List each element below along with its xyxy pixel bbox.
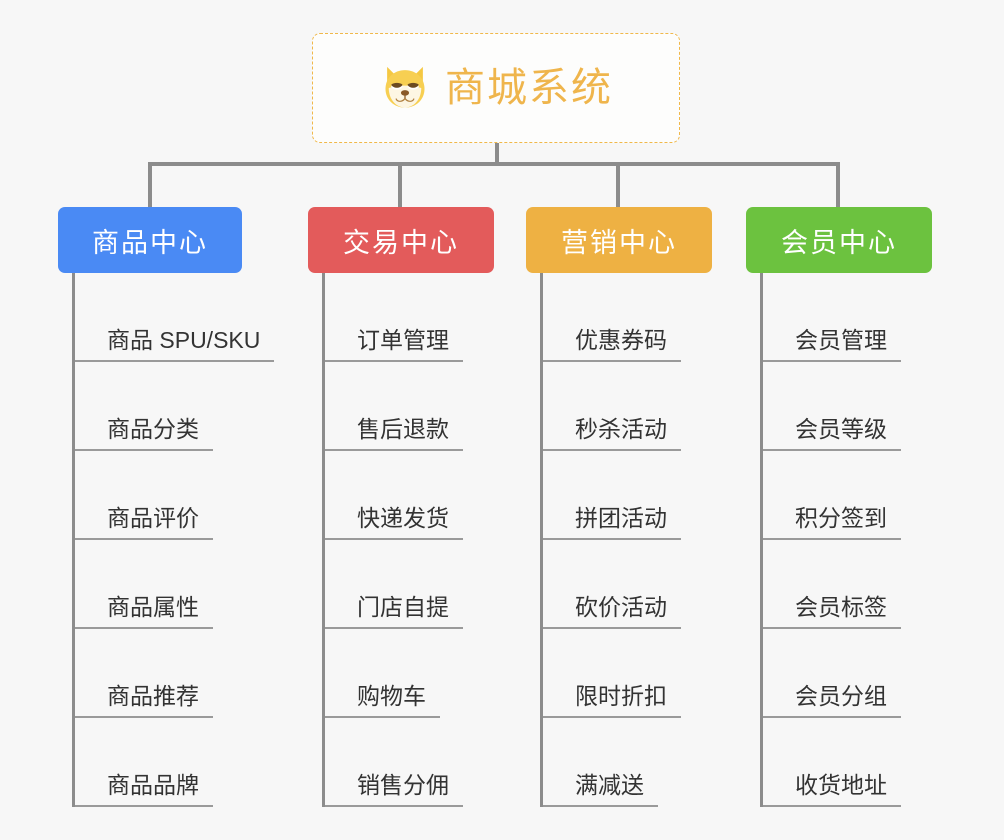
list-item[interactable]: 积分签到 — [763, 451, 932, 540]
category-header-member-center[interactable]: 会员中心 — [746, 207, 932, 273]
connector-horizontal-bus — [148, 162, 840, 166]
root-title: 商城系统 — [445, 66, 613, 110]
connector-drop-member-center — [836, 162, 840, 209]
branch-marketing-center: 营销中心 优惠券码 秒杀活动 拼团活动 砍价活动 限时折扣 满减送 — [526, 207, 712, 807]
list-item[interactable]: 收货地址 — [763, 718, 932, 807]
leaf-list-product-center: 商品 SPU/SKU 商品分类 商品评价 商品属性 商品推荐 商品品牌 — [72, 273, 275, 807]
list-item[interactable]: 商品推荐 — [75, 629, 274, 718]
list-item[interactable]: 快递发货 — [325, 451, 494, 540]
leaf-label: 商品推荐 — [75, 683, 213, 718]
connector-drop-product-center — [148, 162, 152, 209]
list-item[interactable]: 商品 SPU/SKU — [75, 273, 275, 362]
list-item[interactable]: 购物车 — [325, 629, 494, 718]
leaf-label: 秒杀活动 — [543, 416, 681, 451]
list-item[interactable]: 会员管理 — [763, 273, 932, 362]
list-item[interactable]: 订单管理 — [325, 273, 494, 362]
list-item[interactable]: 限时折扣 — [543, 629, 712, 718]
leaf-label: 商品分类 — [75, 416, 213, 451]
list-item[interactable]: 销售分佣 — [325, 718, 494, 807]
leaf-label: 商品 SPU/SKU — [75, 327, 275, 362]
list-item[interactable]: 商品属性 — [75, 540, 274, 629]
branch-member-center: 会员中心 会员管理 会员等级 积分签到 会员标签 会员分组 收货地址 — [746, 207, 932, 807]
list-item[interactable]: 商品品牌 — [75, 718, 274, 807]
leaf-label: 会员分组 — [763, 683, 901, 718]
shiba-dog-icon — [385, 66, 425, 108]
leaf-label: 商品品牌 — [75, 772, 213, 807]
leaf-label: 收货地址 — [763, 772, 901, 807]
root-node[interactable]: 商城系统 — [312, 33, 680, 143]
list-item[interactable]: 秒杀活动 — [543, 362, 712, 451]
category-header-trade-center[interactable]: 交易中心 — [308, 207, 494, 273]
leaf-label: 会员管理 — [763, 327, 901, 362]
leaf-list-trade-center: 订单管理 售后退款 快递发货 门店自提 购物车 销售分佣 — [322, 273, 494, 807]
list-item[interactable]: 会员分组 — [763, 629, 932, 718]
list-item[interactable]: 会员等级 — [763, 362, 932, 451]
list-item[interactable]: 会员标签 — [763, 540, 932, 629]
list-item[interactable]: 门店自提 — [325, 540, 494, 629]
list-item[interactable]: 砍价活动 — [543, 540, 712, 629]
list-item[interactable]: 满减送 — [543, 718, 712, 807]
list-item[interactable]: 商品分类 — [75, 362, 274, 451]
branch-product-center: 商品中心 商品 SPU/SKU 商品分类 商品评价 商品属性 商品推荐 商品品牌 — [58, 207, 275, 807]
leaf-label: 商品评价 — [75, 505, 213, 540]
list-item[interactable]: 商品评价 — [75, 451, 274, 540]
leaf-list-marketing-center: 优惠券码 秒杀活动 拼团活动 砍价活动 限时折扣 满减送 — [540, 273, 712, 807]
leaf-label: 拼团活动 — [543, 505, 681, 540]
branch-trade-center: 交易中心 订单管理 售后退款 快递发货 门店自提 购物车 销售分佣 — [308, 207, 494, 807]
connector-drop-marketing-center — [616, 162, 620, 209]
connector-root-stem — [495, 143, 499, 164]
leaf-label: 积分签到 — [763, 505, 901, 540]
leaf-label: 砍价活动 — [543, 594, 681, 629]
leaf-label: 售后退款 — [325, 416, 463, 451]
leaf-label: 会员标签 — [763, 594, 901, 629]
leaf-label: 商品属性 — [75, 594, 213, 629]
leaf-label: 门店自提 — [325, 594, 463, 629]
leaf-label: 满减送 — [543, 772, 658, 807]
leaf-label: 快递发货 — [325, 505, 463, 540]
list-item[interactable]: 拼团活动 — [543, 451, 712, 540]
leaf-label: 购物车 — [325, 683, 440, 718]
leaf-label: 销售分佣 — [325, 772, 463, 807]
leaf-label: 订单管理 — [325, 327, 463, 362]
leaf-label: 限时折扣 — [543, 683, 681, 718]
connector-drop-trade-center — [398, 162, 402, 209]
leaf-label: 优惠券码 — [543, 327, 681, 362]
list-item[interactable]: 售后退款 — [325, 362, 494, 451]
leaf-label: 会员等级 — [763, 416, 901, 451]
list-item[interactable]: 优惠券码 — [543, 273, 712, 362]
category-header-product-center[interactable]: 商品中心 — [58, 207, 242, 273]
leaf-list-member-center: 会员管理 会员等级 积分签到 会员标签 会员分组 收货地址 — [760, 273, 932, 807]
category-header-marketing-center[interactable]: 营销中心 — [526, 207, 712, 273]
